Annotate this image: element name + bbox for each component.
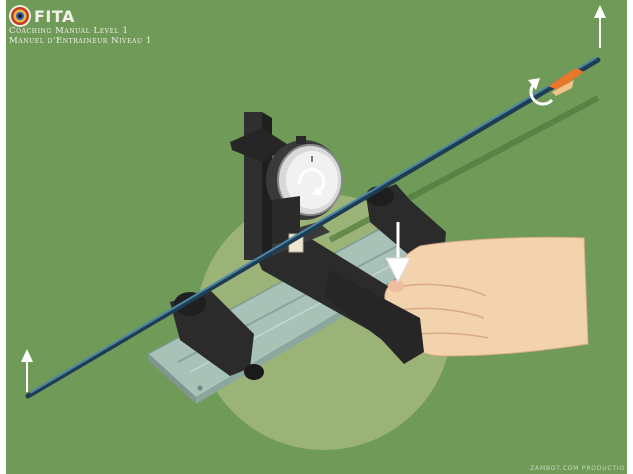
subtitle-french: Manuel d'Entraineur Niveau 1 (9, 36, 152, 46)
brand-title: FITA (34, 7, 75, 26)
up-arrow-icon (594, 5, 606, 48)
front-clamp-screw (244, 364, 264, 380)
base-plate-screw (198, 386, 203, 391)
production-credit: ZAMBOT.COM PRODUCTIO (530, 465, 625, 472)
up-arrow-icon (21, 349, 33, 392)
subtitle-english: Coaching Manual Level 1 (9, 26, 129, 36)
logo (9, 5, 31, 27)
